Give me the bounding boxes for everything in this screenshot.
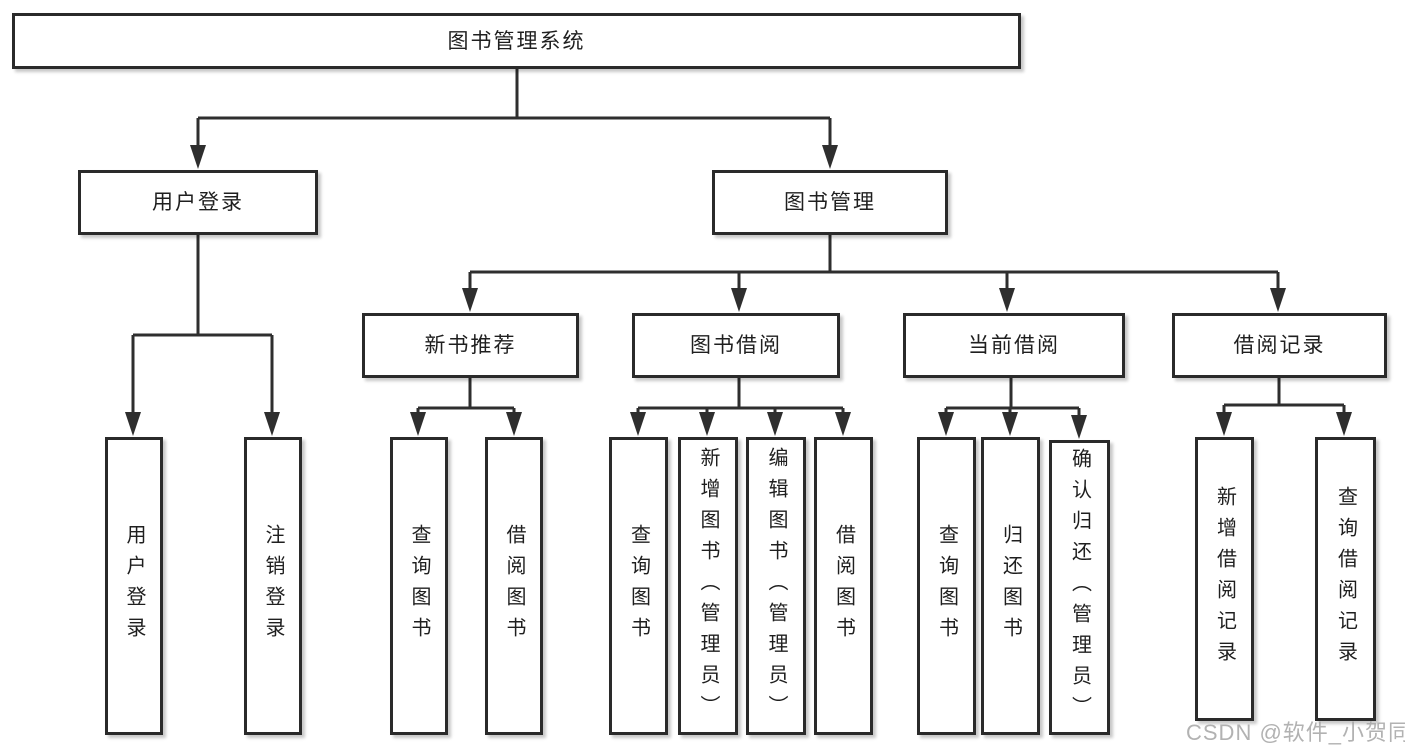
arrow-down-icon	[410, 412, 426, 436]
arrow-down-icon	[264, 412, 280, 436]
node-user-login: 用户登录	[78, 170, 318, 235]
arrow-down-icon	[1216, 412, 1232, 436]
leaf-logout: 注销登录	[244, 437, 302, 735]
arrow-down-icon	[999, 288, 1015, 312]
leaf-bb-add-books-admin-label: 新增图书（管理员）	[697, 446, 719, 726]
leaf-br-add-record: 新增借阅记录	[1195, 437, 1254, 721]
leaf-cb-confirm-return-admin: 确认归还（管理员）	[1049, 440, 1110, 735]
arrow-down-icon	[1270, 288, 1286, 312]
leaf-bb-edit-books-admin: 编辑图书（管理员）	[746, 437, 806, 735]
arrow-down-icon	[125, 412, 141, 436]
leaf-bb-borrow-books: 借阅图书	[814, 437, 873, 735]
node-current-borrow-label: 当前借阅	[968, 334, 1060, 357]
arrow-down-icon	[630, 412, 646, 436]
node-borrow-records-label: 借阅记录	[1233, 334, 1326, 357]
leaf-nb-borrow-books-label: 借阅图书	[503, 524, 525, 648]
node-new-book-recommend-label: 新书推荐	[424, 334, 517, 357]
leaf-br-add-record-label: 新增借阅记录	[1213, 486, 1236, 672]
leaf-cb-query-books: 查询图书	[917, 437, 976, 735]
leaf-br-query-record: 查询借阅记录	[1315, 437, 1376, 721]
node-current-borrow: 当前借阅	[903, 313, 1125, 378]
csdn-watermark: CSDN @软件_小贺同学	[1186, 720, 1405, 745]
arrow-down-icon	[1336, 412, 1352, 436]
arrow-down-icon	[767, 412, 783, 436]
node-borrow-records: 借阅记录	[1172, 313, 1387, 378]
arrow-down-icon	[462, 288, 478, 312]
leaf-cb-return-books-label: 归还图书	[999, 524, 1022, 648]
arrowheads	[125, 145, 1352, 439]
arrow-down-icon	[506, 412, 522, 436]
arrow-down-icon	[1002, 412, 1018, 436]
node-new-book-recommend: 新书推荐	[362, 313, 579, 378]
arrow-down-icon	[1071, 415, 1087, 439]
leaf-bb-borrow-books-label: 借阅图书	[832, 524, 855, 648]
node-root-label: 图书管理系统	[447, 29, 586, 53]
node-root: 图书管理系统	[12, 13, 1021, 69]
leaf-br-query-record-label: 查询借阅记录	[1334, 486, 1357, 672]
leaf-bb-query-books: 查询图书	[609, 437, 668, 735]
leaf-bb-edit-books-admin-label: 编辑图书（管理员）	[765, 446, 787, 726]
leaf-bb-add-books-admin: 新增图书（管理员）	[678, 437, 738, 735]
leaf-cb-query-books-label: 查询图书	[935, 524, 958, 648]
arrow-down-icon	[822, 145, 838, 169]
node-book-management: 图书管理	[712, 170, 948, 235]
arrow-down-icon	[190, 145, 206, 169]
leaf-user-login: 用户登录	[105, 437, 163, 735]
arrow-down-icon	[835, 412, 851, 436]
leaf-logout-label: 注销登录	[262, 524, 284, 648]
node-book-management-label: 图书管理	[784, 191, 876, 214]
node-book-borrow: 图书借阅	[632, 313, 840, 378]
arrow-down-icon	[699, 412, 715, 436]
leaf-user-login-label: 用户登录	[123, 524, 145, 648]
leaf-nb-borrow-books: 借阅图书	[485, 437, 543, 735]
leaf-nb-query-books-label: 查询图书	[408, 524, 430, 648]
node-book-borrow-label: 图书借阅	[690, 334, 782, 357]
arrow-down-icon	[938, 412, 954, 436]
leaf-cb-return-books: 归还图书	[981, 437, 1040, 735]
leaf-bb-query-books-label: 查询图书	[627, 524, 650, 648]
node-user-login-label: 用户登录	[152, 191, 244, 214]
leaf-cb-confirm-return-admin-label: 确认归还（管理员）	[1068, 448, 1091, 727]
arrow-down-icon	[731, 288, 747, 312]
leaf-nb-query-books: 查询图书	[390, 437, 448, 735]
